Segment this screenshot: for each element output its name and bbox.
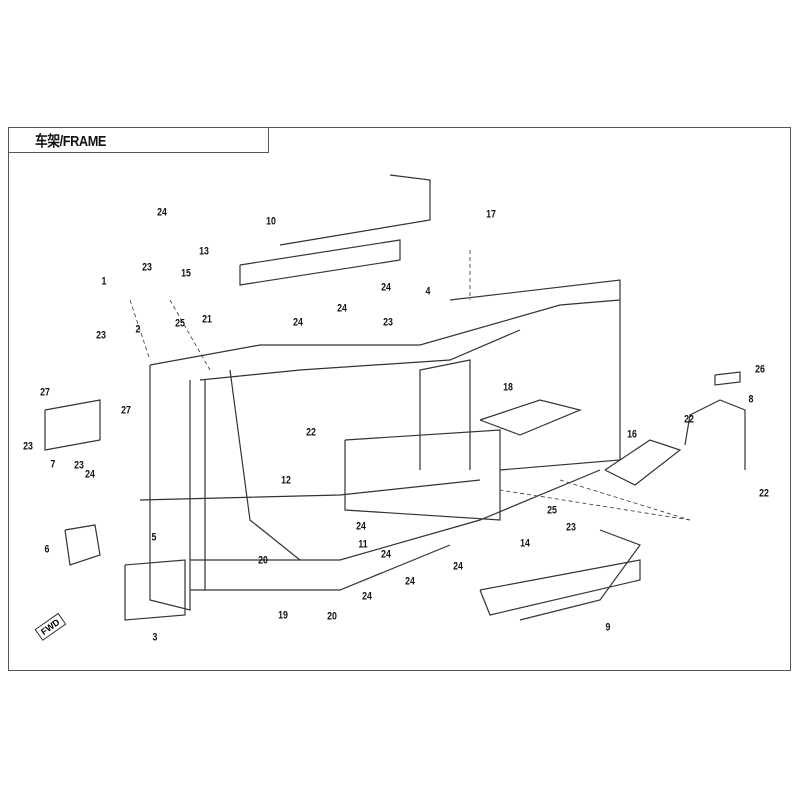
callout-27: 27 bbox=[40, 386, 50, 399]
callout-22: 22 bbox=[306, 426, 316, 439]
callout-25: 25 bbox=[547, 504, 557, 517]
callout-9: 9 bbox=[605, 621, 611, 634]
callout-2: 2 bbox=[135, 323, 141, 336]
callout-23: 23 bbox=[96, 329, 106, 342]
callout-16: 16 bbox=[627, 428, 637, 441]
rear-rack bbox=[479, 559, 641, 616]
rear-bracket bbox=[684, 399, 746, 470]
bumper-front bbox=[124, 559, 186, 621]
callout-24: 24 bbox=[85, 468, 95, 481]
frame-upper-rail-2 bbox=[199, 329, 521, 381]
callout-17: 17 bbox=[486, 208, 496, 221]
front-rack bbox=[239, 239, 401, 286]
frame-down-tube bbox=[229, 369, 301, 561]
callout-26: 26 bbox=[755, 363, 765, 376]
diagram-border bbox=[8, 127, 791, 671]
callout-24: 24 bbox=[381, 548, 391, 561]
callout-23: 23 bbox=[383, 316, 393, 329]
callout-24: 24 bbox=[293, 316, 303, 329]
callout-24: 24 bbox=[337, 302, 347, 315]
callout-23: 23 bbox=[566, 521, 576, 534]
callout-23: 23 bbox=[142, 261, 152, 274]
part-26 bbox=[714, 371, 741, 386]
callout-24: 24 bbox=[405, 575, 415, 588]
frame-lower-rail bbox=[190, 469, 601, 561]
callout-24: 24 bbox=[453, 560, 463, 573]
frame-crossmember bbox=[344, 429, 501, 521]
front-plate bbox=[44, 399, 101, 451]
callout-4: 4 bbox=[425, 285, 431, 298]
rear-rack-2 bbox=[519, 529, 641, 621]
callout-7: 7 bbox=[50, 458, 56, 471]
callout-20: 20 bbox=[258, 554, 268, 567]
callout-21: 21 bbox=[202, 313, 212, 326]
frame-rear-tube bbox=[419, 359, 471, 470]
front-rack-2 bbox=[279, 174, 431, 246]
title-box bbox=[8, 127, 269, 153]
callout-8: 8 bbox=[748, 393, 754, 406]
callout-23: 23 bbox=[74, 459, 84, 472]
callout-23: 23 bbox=[23, 440, 33, 453]
callout-24: 24 bbox=[381, 281, 391, 294]
frame-lower-rail-2 bbox=[190, 544, 451, 591]
callout-12: 12 bbox=[281, 474, 291, 487]
frame-upper-rail bbox=[149, 299, 621, 366]
callout-20: 20 bbox=[327, 610, 337, 623]
callout-11: 11 bbox=[358, 538, 368, 551]
callout-24: 24 bbox=[157, 206, 167, 219]
callout-10: 10 bbox=[266, 215, 276, 228]
callout-27: 27 bbox=[121, 404, 131, 417]
callout-22: 22 bbox=[759, 487, 769, 500]
callout-13: 13 bbox=[199, 245, 209, 258]
callout-24: 24 bbox=[356, 520, 366, 533]
callout-25: 25 bbox=[175, 317, 185, 330]
callout-5: 5 bbox=[151, 531, 157, 544]
callout-6: 6 bbox=[44, 543, 50, 556]
callout-14: 14 bbox=[520, 537, 530, 550]
front-bracket bbox=[64, 524, 101, 566]
frame-front-post bbox=[149, 365, 191, 611]
callout-19: 19 bbox=[278, 609, 288, 622]
diagram-title: 车架/FRAME bbox=[35, 133, 106, 150]
frame-rear-section bbox=[449, 279, 621, 471]
frame-mid-tube bbox=[139, 479, 481, 501]
callout-24: 24 bbox=[362, 590, 372, 603]
footrest-right bbox=[604, 439, 682, 486]
callout-3: 3 bbox=[152, 631, 158, 644]
callout-15: 15 bbox=[181, 267, 191, 280]
callout-1: 1 bbox=[101, 275, 107, 288]
callout-22: 22 bbox=[684, 413, 694, 426]
callout-18: 18 bbox=[503, 381, 513, 394]
footrest-left bbox=[479, 399, 582, 436]
